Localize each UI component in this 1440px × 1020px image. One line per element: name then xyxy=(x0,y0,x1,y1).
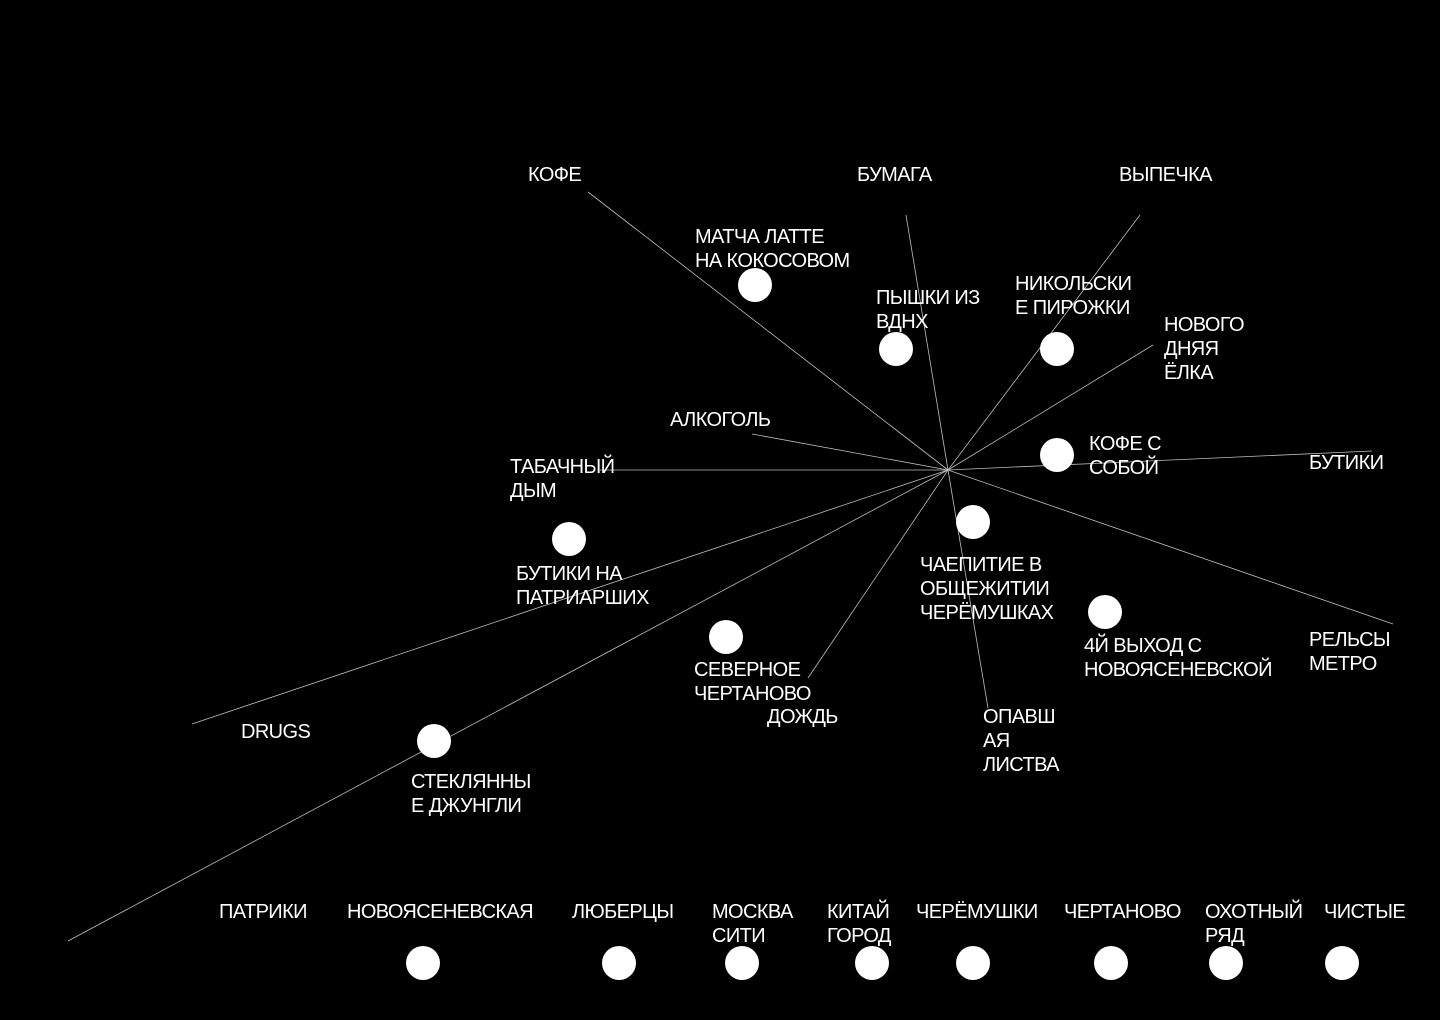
point-dot-matcha[interactable] xyxy=(738,268,772,302)
location-dot-moscow-city[interactable] xyxy=(725,946,759,980)
axis-label-alcohol: АЛКОГОЛЬ xyxy=(670,409,771,431)
ray-boutiques xyxy=(947,450,1373,471)
axis-label-newyear: НОВОГО ДНЯЯ ЁЛКА xyxy=(1164,314,1245,384)
location-label-moscow-city: МОСКВА СИТИ xyxy=(712,901,793,947)
ray-rain xyxy=(807,469,949,679)
ray-drugs xyxy=(191,469,949,725)
axis-label-leaves: ОПАВШ АЯ ЛИСТВА xyxy=(983,706,1060,776)
location-dot-chistye[interactable] xyxy=(1325,946,1359,980)
ray-rails xyxy=(947,469,1394,625)
location-label-cheryomushki: ЧЕРЁМУШКИ xyxy=(916,901,1038,923)
axis-label-coffee: КОФЕ xyxy=(528,164,582,186)
axis-label-pastry: ВЫПЕЧКА xyxy=(1119,164,1212,186)
point-dot-pyshki[interactable] xyxy=(879,332,913,366)
axis-label-drugs: DRUGS xyxy=(241,721,311,743)
axis-label-rails: РЕЛЬСЫ МЕТРО xyxy=(1309,629,1391,675)
ray-coffee xyxy=(587,191,949,471)
location-label-lyubertsy: ЛЮБЕРЦЫ xyxy=(572,901,674,923)
ray-alcohol xyxy=(751,433,949,471)
point-label-exit4: 4Й ВЫХОД С НОВОЯСЕНЕВСКОЙ xyxy=(1084,635,1272,681)
location-label-okhotny-ryad: ОХОТНЫЙ РЯД xyxy=(1205,901,1303,947)
point-dot-jungle[interactable] xyxy=(417,724,451,758)
location-dot-cheryomushki[interactable] xyxy=(956,946,990,980)
location-dot-okhotny-ryad[interactable] xyxy=(1209,946,1243,980)
ray-newyear xyxy=(947,344,1154,471)
point-dot-coffee-to-go[interactable] xyxy=(1040,438,1074,472)
axis-label-rain: ДОЖДЬ xyxy=(767,706,838,728)
location-dot-lyubertsy[interactable] xyxy=(602,946,636,980)
location-label-novoyasenevskaya: НОВОЯСЕНЕВСКАЯ xyxy=(347,901,534,923)
axis-label-paper: БУМАГА xyxy=(857,164,932,186)
point-dot-chertanovo[interactable] xyxy=(709,620,743,654)
location-dot-kitay-gorod[interactable] xyxy=(855,946,889,980)
location-dot-chertanovo[interactable] xyxy=(1094,946,1128,980)
point-label-matcha: МАТЧА ЛАТТЕ НА КОКОСОВОМ xyxy=(695,226,850,272)
ray-leaves xyxy=(947,469,989,709)
ray-jungle xyxy=(67,469,949,942)
location-label-chertanovo: ЧЕРТАНОВО xyxy=(1064,901,1181,923)
point-dot-tea[interactable] xyxy=(956,505,990,539)
point-label-nikolskie: НИКОЛЬСКИ Е ПИРОЖКИ xyxy=(1015,273,1132,319)
point-label-jungle: СТЕКЛЯННЫ Е ДЖУНГЛИ xyxy=(411,771,531,817)
location-label-chistye: ЧИСТЫЕ xyxy=(1324,901,1406,923)
ray-paper xyxy=(905,214,949,471)
point-label-patriarshie: БУТИКИ НА ПАТРИАРШИХ xyxy=(516,563,649,609)
axis-label-boutiques: БУТИКИ xyxy=(1309,452,1384,474)
point-label-chertanovo: СЕВЕРНОЕ ЧЕРТАНОВО xyxy=(694,659,811,705)
point-dot-exit4[interactable] xyxy=(1088,595,1122,629)
point-label-tea: ЧАЕПИТИЕ В ОБЩЕЖИТИИ ЧЕРЁМУШКАХ xyxy=(920,554,1054,624)
location-dot-novoyasenevskaya[interactable] xyxy=(406,946,440,980)
point-dot-nikolskie[interactable] xyxy=(1040,332,1074,366)
axis-label-tobacco: ТАБАЧНЫЙ ДЫМ xyxy=(510,456,615,502)
point-label-pyshki: ПЫШКИ ИЗ ВДНХ xyxy=(876,287,980,333)
point-label-coffee-to-go: КОФЕ С СОБОЙ xyxy=(1089,433,1162,479)
location-label-patriki: ПАТРИКИ xyxy=(219,901,308,923)
axis-rays xyxy=(67,191,1394,942)
point-dot-patriarshie[interactable] xyxy=(552,522,586,556)
location-label-kitay-gorod: КИТАЙ ГОРОД xyxy=(827,901,891,947)
